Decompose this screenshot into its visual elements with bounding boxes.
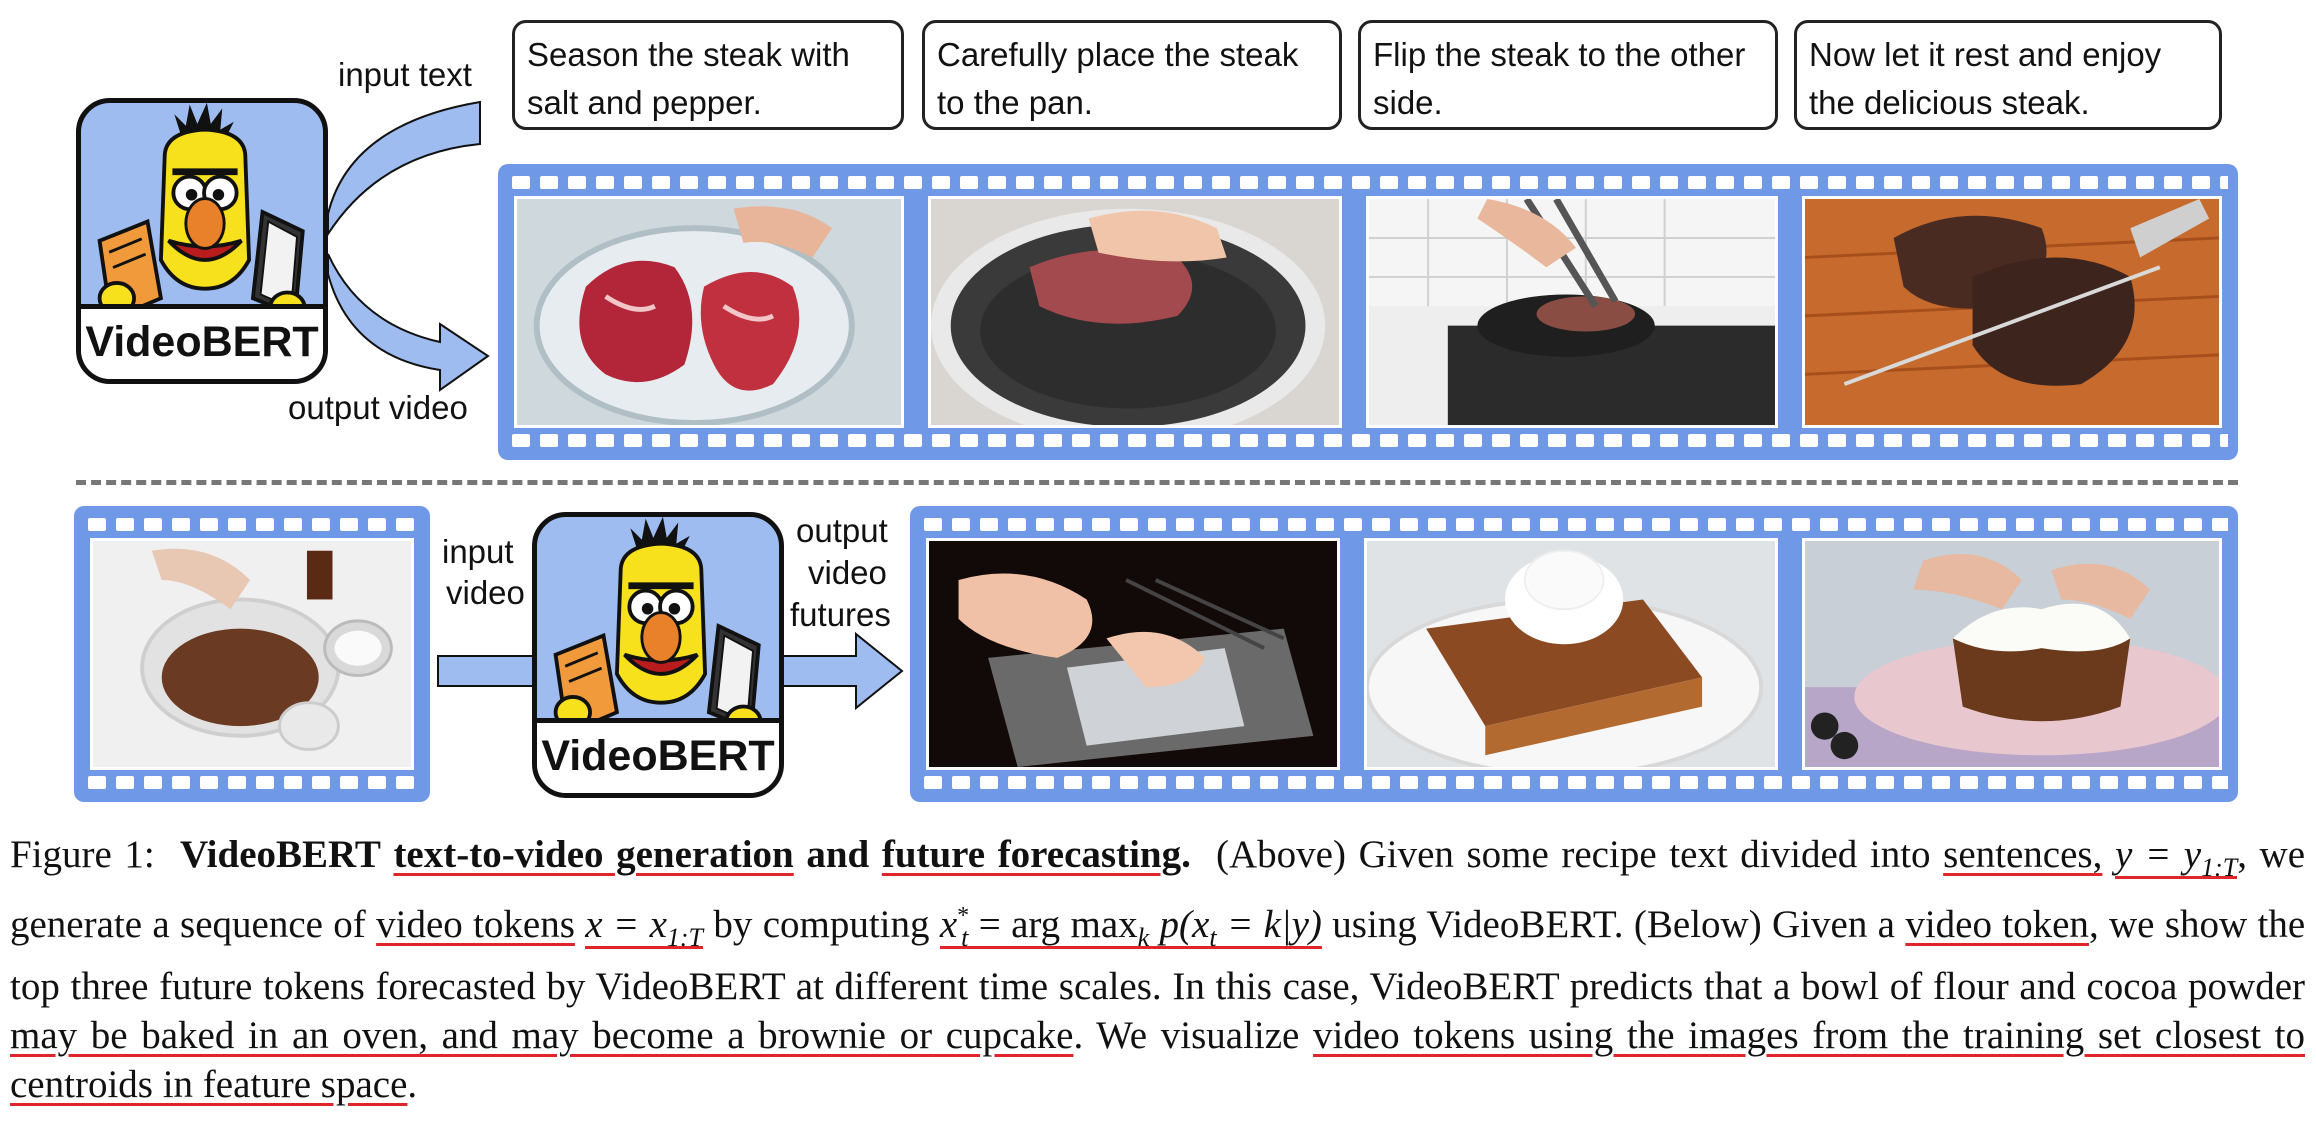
input-video-label-2: video: [446, 574, 525, 611]
math-star: *: [957, 902, 970, 929]
frame-steak-into-pan: [928, 196, 1342, 428]
caption-text-5: , we show the top three future tokens fo…: [10, 902, 2306, 1008]
math-y-sub: 1:T: [2201, 852, 2238, 882]
film-holes-bottom: [508, 430, 2228, 452]
caption-text-6: . We visualize: [1073, 1013, 1300, 1057]
caption-math-y: y = y1:T: [2114, 833, 2238, 882]
caption-fig-label: Figure 1:: [10, 833, 155, 876]
caption-title-videobert: VideoBERT: [179, 833, 381, 876]
caption-underline-video-tokens: video tokens: [376, 902, 575, 946]
math-x-sub: 1:T: [666, 922, 704, 952]
logo-text: VideoBERT: [537, 718, 779, 793]
math-k-given-y: = k|y): [1226, 902, 1322, 946]
math-y: y = y: [2114, 833, 2202, 876]
film-holes-bottom: [84, 772, 420, 794]
caption-title-and: and: [806, 833, 870, 876]
frame-cocoa-bowl: [90, 538, 414, 770]
caption-underline-visualize: video tokens using the images from the t…: [10, 1013, 2306, 1106]
caption-underline-baked: may be baked in an oven, and may become …: [10, 1013, 1074, 1057]
caption-title-generation: text-to-video generation: [393, 833, 794, 876]
film-holes-top: [84, 514, 420, 536]
caption-text-2: , we generate a sequence of: [10, 833, 2306, 946]
bert-illustration: [541, 512, 781, 741]
frame-cupcake: [1802, 538, 2222, 770]
caption-math-argmax: x*t = arg maxk p(xt = k|y): [939, 902, 1322, 952]
input-text-label: input text: [338, 56, 472, 93]
videobert-logo-bottom: VideoBERT: [532, 512, 784, 798]
videobert-logo-top: VideoBERT: [76, 98, 328, 384]
caption-text-1: (Above) Given some recipe text divided i…: [1216, 833, 1931, 876]
sentence-box-3: Flip the steak to the other side.: [1358, 20, 1778, 130]
math-x-star: x: [939, 902, 958, 946]
input-video-label-1: input: [442, 533, 514, 570]
output-video-futures-label-3: futures: [790, 596, 891, 633]
output-video-futures-label-1: output: [796, 512, 888, 549]
output-video-label: output video: [288, 389, 468, 426]
math-k: k: [1137, 922, 1150, 952]
math-p: p(x: [1159, 902, 1210, 946]
caption-text-7: .: [407, 1062, 418, 1106]
frame-brownie: [1364, 538, 1778, 770]
caption-text-3: by computing: [713, 902, 930, 946]
bert-illustration: [85, 98, 325, 327]
frame-oven-tray: [926, 538, 1340, 770]
frame-raw-steak: [514, 196, 904, 428]
math-t2: t: [1209, 922, 1217, 952]
frame-flipping-steak: [1366, 196, 1778, 428]
sentence-box-2: Carefully place the steak to the pan.: [922, 20, 1342, 130]
math-x: x = x: [585, 902, 667, 946]
caption-math-x: x = x1:T: [585, 902, 704, 952]
film-holes-bottom: [920, 772, 2228, 794]
math-argmax: = arg max: [978, 902, 1138, 946]
film-holes-top: [508, 172, 2228, 194]
output-video-futures-label-2: video: [808, 554, 887, 591]
figure-caption: Figure 1: VideoBERT text-to-video genera…: [10, 830, 2305, 1109]
section-divider: [76, 480, 2238, 485]
film-holes-top: [920, 514, 2228, 536]
caption-underline-video-token: video token: [1905, 902, 2089, 946]
top-arrows: [327, 100, 490, 392]
caption-underline-sentences: sentences,: [1943, 833, 2103, 876]
sentence-box-4: Now let it rest and enjoy the delicious …: [1794, 20, 2222, 130]
frame-sliced-steak: [1802, 196, 2222, 428]
caption-title-period: .: [1181, 833, 1191, 876]
math-t: t: [961, 922, 969, 952]
bottom-arrows: [437, 631, 904, 711]
caption-title-forecasting: future forecasting: [881, 833, 1182, 876]
logo-text: VideoBERT: [81, 304, 323, 379]
sentence-box-1: Season the steak with salt and pepper.: [512, 20, 904, 130]
caption-text-4: using VideoBERT. (Below) Given a: [1332, 902, 1895, 946]
